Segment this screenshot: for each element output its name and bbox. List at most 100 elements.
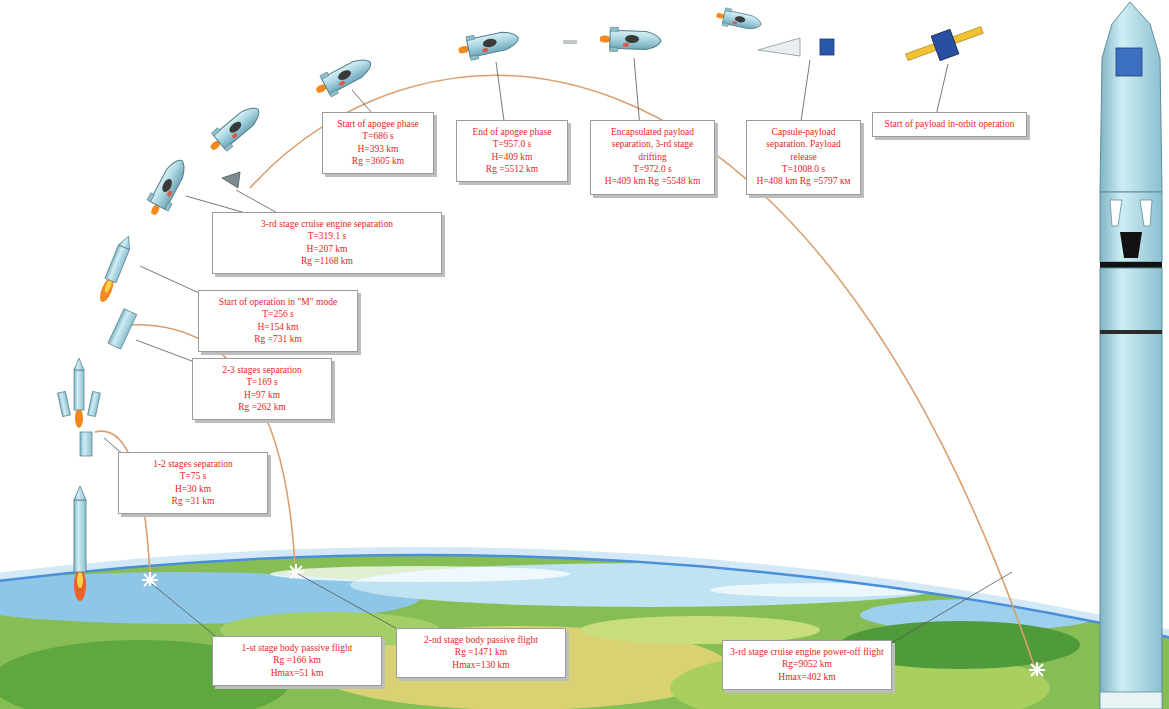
- impact-mark: [1029, 662, 1045, 676]
- event-value: Rg =31 km: [125, 495, 261, 507]
- rocket-nose: [74, 486, 86, 500]
- event-value: Rg =262 km: [199, 401, 325, 413]
- interstage-ring: [1100, 330, 1162, 334]
- event-value: Rg=9052 km: [729, 658, 885, 670]
- rocket-nose: [118, 234, 134, 250]
- leader-lines: [104, 58, 1012, 650]
- event-value: H=154 km: [205, 321, 351, 333]
- leader-line: [880, 572, 1012, 650]
- leader-line: [800, 60, 810, 128]
- engine-flame: [74, 569, 86, 601]
- stage-separation: [58, 358, 101, 456]
- leader-line: [152, 584, 225, 644]
- event-value: T=256 s: [205, 308, 351, 320]
- event-value: H=408 km Rg =5797 км: [753, 175, 854, 187]
- event-title: End of apogee phase: [463, 126, 561, 138]
- cruise-engine: [222, 172, 240, 188]
- callout-box: Start of apogee phaseT=686 sH=393 kmRg =…: [322, 112, 434, 174]
- callout-box: Start of operation in "M" modeT=256 sH=1…: [198, 290, 358, 352]
- stage-capsule: [310, 52, 376, 102]
- event-value: H=97 km: [199, 389, 325, 401]
- solar-panel: [906, 44, 937, 61]
- callout-box: 2-nd stage body passive flightRg =1471 k…: [396, 628, 566, 678]
- event-value: H=207 km: [219, 243, 435, 255]
- launcher-side-view: [1100, 2, 1162, 709]
- engine-flame: [75, 408, 83, 428]
- rocket-body: [74, 370, 84, 410]
- event-title: Start of payload in-orbit operation: [879, 118, 1020, 130]
- callout-box: 3-rd stage cruise engine power-off fligh…: [722, 640, 892, 690]
- callout-box: 3-rd stage cruise engine separationT=319…: [212, 212, 442, 274]
- event-value: T=972.0 s: [597, 163, 708, 175]
- payload-fairing: [1100, 2, 1162, 192]
- payload-satellite: [1116, 48, 1142, 76]
- event-value: H=409 km Rg =5548 km: [597, 175, 708, 187]
- rocket-body: [1100, 268, 1162, 709]
- callout-box: Encapsulated payload separation, 3-rd st…: [590, 120, 715, 195]
- earth-cloud: [270, 566, 570, 582]
- stage-separation: [108, 309, 137, 349]
- event-title: Encapsulated payload separation, 3-rd st…: [597, 126, 708, 163]
- event-value: T=169 s: [199, 376, 325, 388]
- event-value: H=409 km: [463, 151, 561, 163]
- rocket-body: [105, 245, 130, 283]
- satellite: [903, 19, 987, 71]
- event-title: 1-2 stages separation: [125, 458, 261, 470]
- stage-window: [1110, 200, 1152, 226]
- engine-flame: [77, 572, 83, 588]
- impact-mark: [142, 564, 1045, 676]
- earth: [0, 540, 1169, 709]
- interstage-ring: [1100, 262, 1162, 268]
- stage-capsule: [599, 27, 662, 53]
- stage-body: [88, 391, 101, 416]
- stage-body: [58, 391, 71, 416]
- leader-line: [298, 574, 410, 636]
- event-value: T=75 s: [125, 470, 261, 482]
- event-value: H=393 km: [329, 143, 427, 155]
- event-value: Hmax=130 km: [403, 659, 559, 671]
- callout-box: End of apogee phaseT=957.0 sH=409 kmRg =…: [456, 120, 568, 182]
- rocket-body: [74, 500, 86, 572]
- fairing-cone: [758, 38, 800, 56]
- atmosphere-glow: [0, 551, 1169, 709]
- callout-box: 1-st stage body passive flightRg =166 km…: [212, 636, 382, 686]
- event-value: Rg =1471 km: [403, 646, 559, 658]
- satellite-body: [931, 29, 959, 60]
- event-value: H=30 km: [125, 483, 261, 495]
- event-value: Rg =5512 km: [463, 163, 561, 175]
- stage-capsule: [142, 155, 192, 221]
- impact-mark: [142, 572, 158, 586]
- event-value: T=1008.0 s: [753, 163, 854, 175]
- separated-part: [563, 40, 577, 44]
- stage-body: [108, 309, 137, 349]
- horizon-line: [0, 555, 1169, 709]
- callout-box: Start of payload in-orbit operation: [872, 112, 1027, 137]
- launch-rocket: [74, 486, 86, 601]
- callout-box: Capsule-payload separation. Payload rele…: [746, 120, 861, 195]
- event-title: Capsule-payload separation. Payload rele…: [753, 126, 854, 163]
- stage-body: [80, 432, 92, 456]
- event-value: Hmax=51 km: [219, 667, 375, 679]
- leader-line: [634, 58, 640, 128]
- event-title: 1-st stage body passive flight: [219, 642, 375, 654]
- rocket-nose: [74, 358, 84, 370]
- upper-stage: [1100, 192, 1162, 262]
- event-title: Start of operation in "M" mode: [205, 296, 351, 308]
- callout-box: 1-2 stages separationT=75 sH=30 kmRg =31…: [118, 452, 268, 514]
- event-value: T=319.1 s: [219, 230, 435, 242]
- event-value: Rg =166 km: [219, 654, 375, 666]
- event-title: 2-nd stage body passive flight: [403, 634, 559, 646]
- event-title: 3-rd stage cruise engine power-off fligh…: [729, 646, 885, 658]
- event-value: T=686 s: [329, 130, 427, 142]
- rocket-in-flight: [96, 234, 134, 304]
- stage-capsule: [714, 6, 763, 33]
- event-value: Rg =1168 km: [219, 255, 435, 267]
- payload-module: [820, 39, 834, 55]
- solar-panel: [953, 27, 984, 44]
- stage-capsule: [455, 26, 521, 62]
- engine-nozzle: [1120, 232, 1142, 258]
